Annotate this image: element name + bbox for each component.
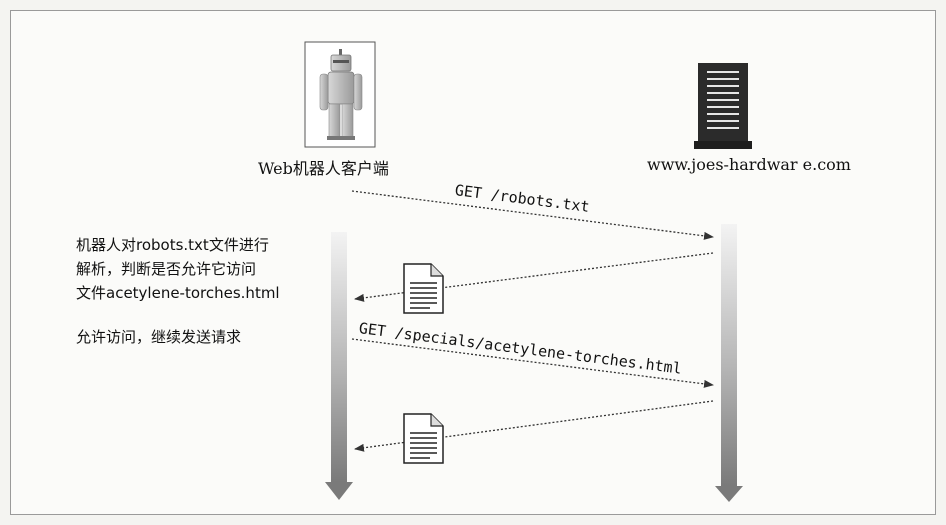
request-1-arrow	[351, 190, 714, 240]
allow-note: 允许访问，继续发送请求	[76, 328, 242, 346]
parse-note-line-2: 解析，判断是否允许它访问	[76, 260, 257, 278]
document-icon	[403, 413, 444, 464]
parse-note: 机器人对robots.txt文件进行 解析，判断是否允许它访问 文件acetyl…	[76, 233, 280, 305]
request-2-arrow	[351, 338, 714, 388]
server-lifeline	[715, 224, 743, 502]
client-label: Web机器人客户端	[258, 159, 389, 178]
client-lifeline	[325, 232, 353, 500]
server-tower-icon	[694, 63, 752, 149]
robot-icon	[304, 41, 376, 148]
diagram-frame	[10, 10, 936, 515]
document-icon	[403, 263, 444, 314]
server-label: www.joes-hardwar e.com	[647, 155, 851, 174]
parse-note-line-1: 机器人对robots.txt文件进行	[76, 236, 269, 254]
parse-note-line-3: 文件acetylene-torches.html	[76, 284, 280, 302]
